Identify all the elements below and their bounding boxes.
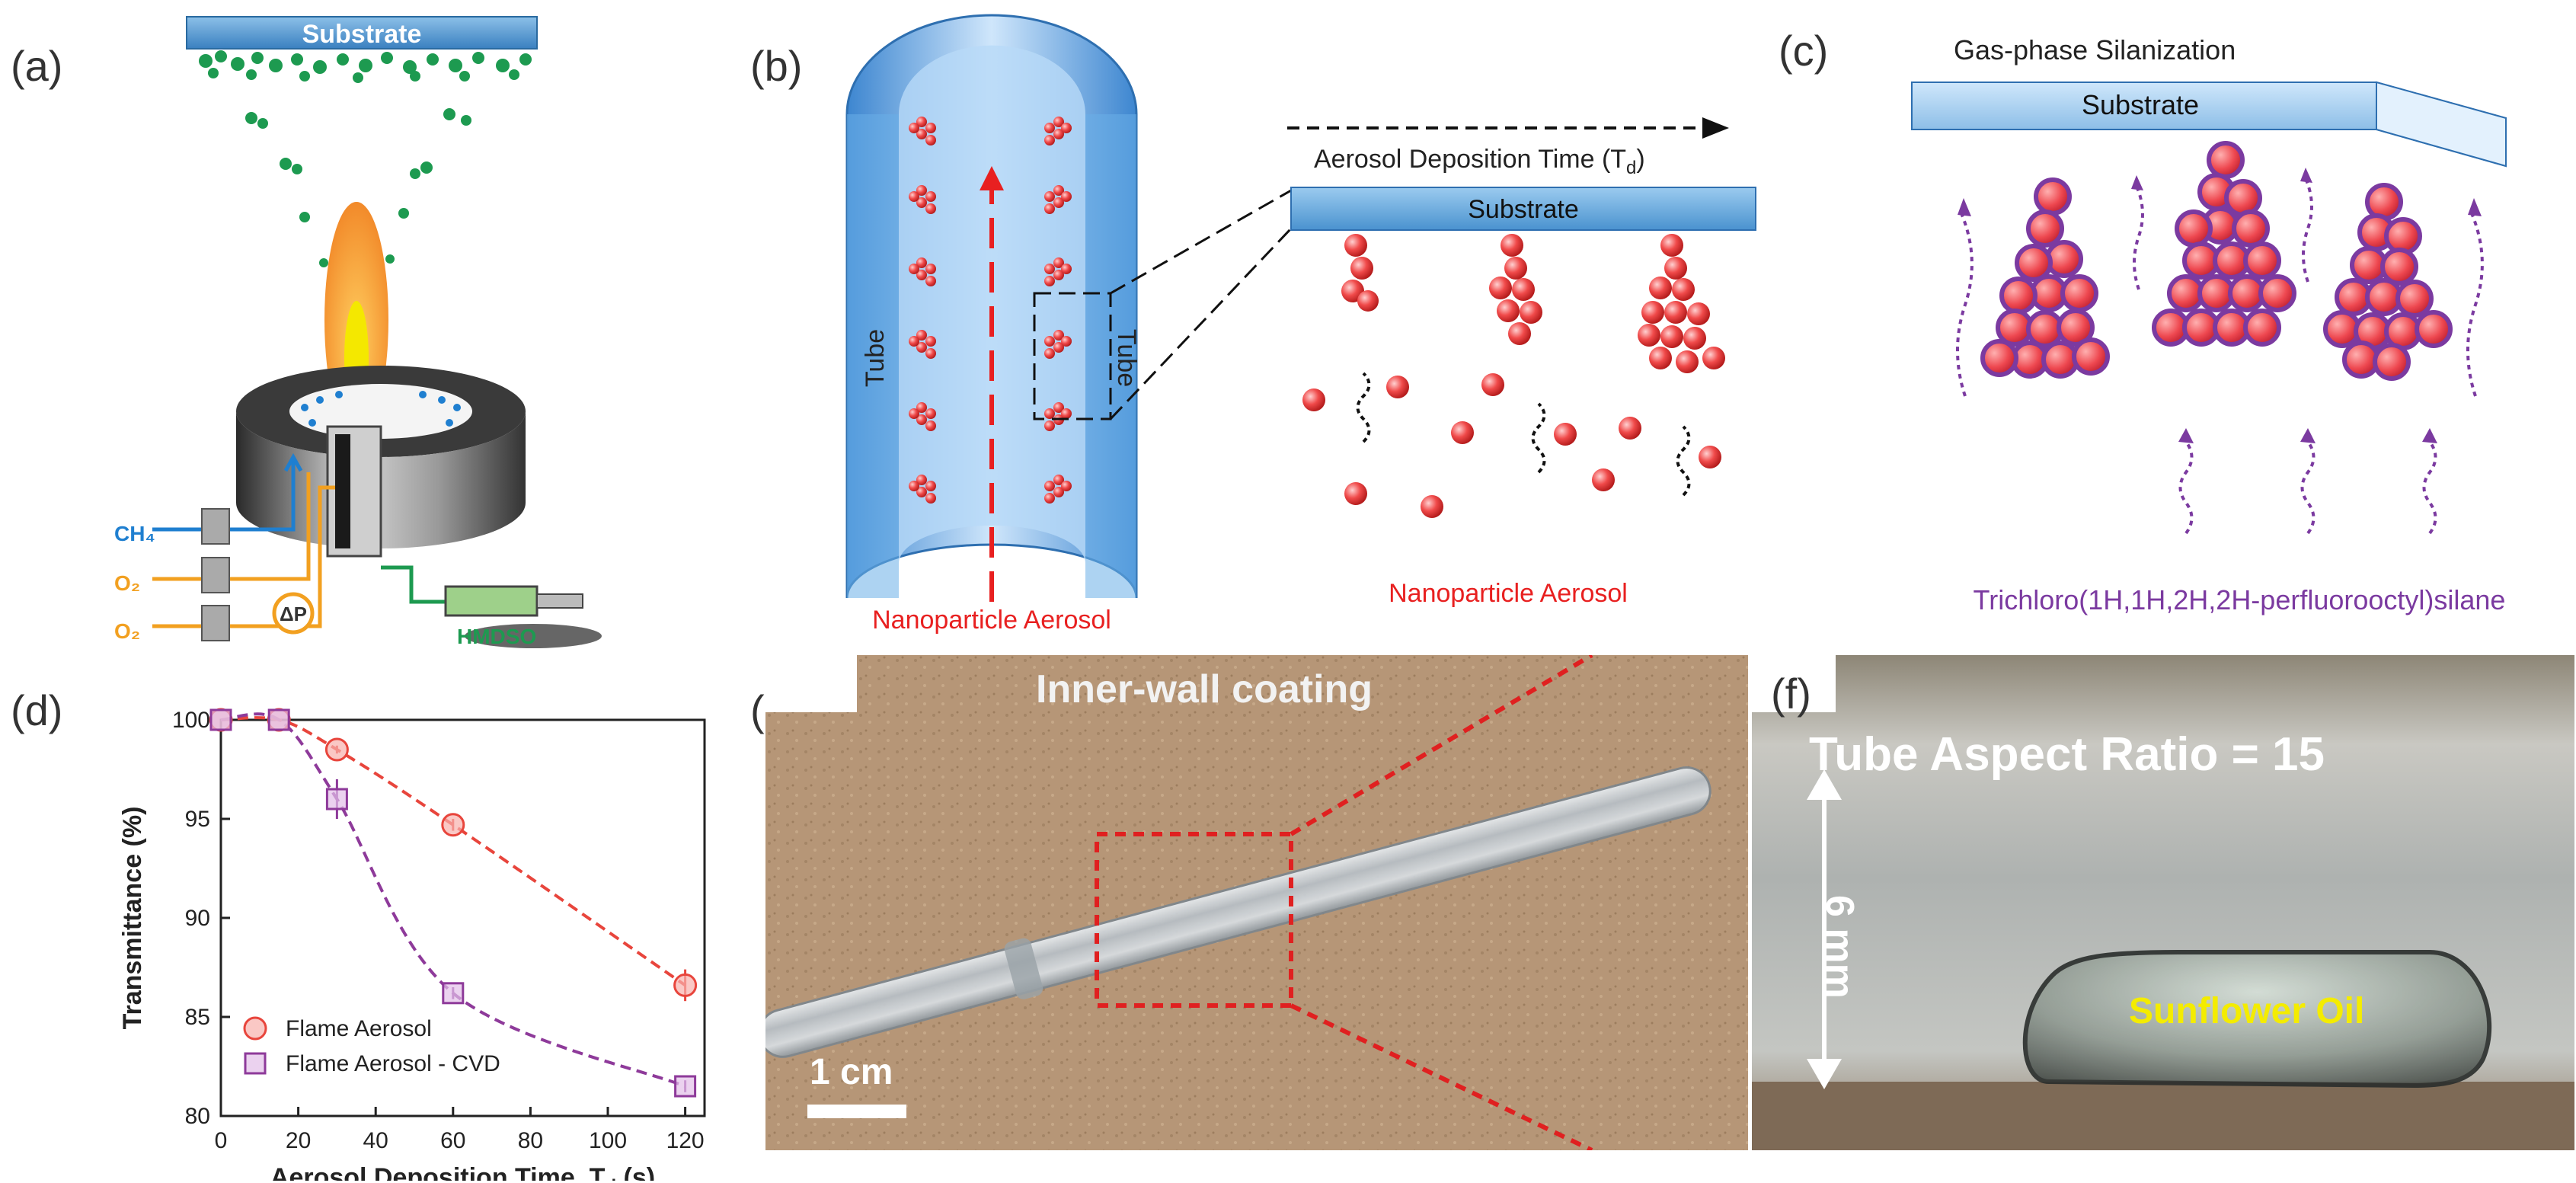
aerosol-label-right: Nanoparticle Aerosol <box>1389 579 1628 608</box>
tube-label-right: Tube <box>1112 329 1141 387</box>
panel-label-f: (f) <box>1771 670 1811 718</box>
glass-tube <box>765 766 1711 1058</box>
data-point <box>674 1075 697 1098</box>
panel-c-silanization: Gas-phase Silanization Substrate Trichlo… <box>1911 34 2507 615</box>
data-point <box>673 973 698 997</box>
y-tick-label: 95 <box>185 807 210 832</box>
oil-droplet-photo <box>1752 655 2574 1150</box>
data-point <box>324 737 349 762</box>
x-tick-label: 80 <box>518 1128 543 1153</box>
hmdso-syringe <box>444 585 539 617</box>
substrate-label-c: Substrate <box>2082 89 2199 120</box>
panel-label-c: (c) <box>1779 27 1829 75</box>
panel-b-tube-deposition: Tube Tube Nanoparticle Aerosol Aerosol D… <box>845 14 1756 635</box>
x-tick-label: 100 <box>589 1128 627 1153</box>
silanization-title: Gas-phase Silanization <box>1954 34 2236 66</box>
aerosol-label-tube: Nanoparticle Aerosol <box>872 606 1111 635</box>
deposit-chains <box>1341 234 1725 373</box>
inner-wall-coating-label: Inner-wall coating <box>1036 667 1373 711</box>
zoom-box-e <box>1095 832 1293 1008</box>
scale-bar <box>807 1105 906 1118</box>
substrate-plate-b <box>1290 187 1756 231</box>
time-axis-label: Aerosol Deposition Time (Td) <box>1314 145 1645 178</box>
y-tick-label: 90 <box>185 906 210 931</box>
dp-label: ΔP <box>280 603 307 625</box>
x-tick-label: 0 <box>215 1128 228 1153</box>
coated-clusters <box>1980 141 2453 381</box>
legend-marker <box>243 1016 267 1041</box>
flying-particles <box>245 108 471 267</box>
oil-droplet <box>2022 950 2492 1089</box>
zoom-box <box>1033 292 1112 420</box>
legend-label: Flame Aerosol - CVD <box>286 1051 500 1076</box>
dp-gauge <box>272 592 315 635</box>
y-axis-label: Transmittance (%) <box>118 807 147 1030</box>
wall-clusters <box>909 117 1072 504</box>
silane-label: Trichloro(1H,1H,2H,2H-perfluorooctyl)sil… <box>1974 584 2506 615</box>
panel-f-photo: (f) Tube Aspect Ratio = 15 6 mm Sunflowe… <box>1752 655 2574 1150</box>
y-tick-label: 100 <box>172 708 210 733</box>
y-tick-label: 80 <box>185 1104 210 1129</box>
tube-label-left: Tube <box>861 329 890 387</box>
vapor-flows <box>1956 174 2484 535</box>
oil-label: Sunflower Oil <box>2129 991 2365 1031</box>
data-point <box>325 788 348 811</box>
data-point <box>209 708 232 731</box>
substrate-plate <box>186 16 538 50</box>
ch4-line <box>152 452 303 532</box>
x-tick-label: 120 <box>666 1128 705 1153</box>
aspect-ratio-label: Tube Aspect Ratio = 15 <box>1809 728 2325 781</box>
dimension-label: 6 mm <box>1817 895 1862 999</box>
panel-label-d: (d) <box>11 686 63 734</box>
legend-marker <box>244 1052 267 1075</box>
y-tick-label: 85 <box>185 1005 210 1030</box>
data-point <box>441 813 465 837</box>
hmdso-label: HMDSO <box>457 625 536 648</box>
substrate-label: Substrate <box>302 20 422 49</box>
x-tick-label: 60 <box>440 1128 465 1153</box>
deposited-particles <box>199 50 532 83</box>
fit-curve <box>220 716 686 987</box>
panel-e-photo: Inner-wall coating 1 cm <box>765 655 1748 1150</box>
ch4-label: CH₄ <box>114 522 155 545</box>
panel-label-a: (a) <box>11 42 63 90</box>
substrate-label-b: Substrate <box>1468 195 1579 224</box>
tube-photo <box>765 655 1748 1150</box>
x-tick-label: 40 <box>363 1128 388 1153</box>
scale-bar-label: 1 cm <box>810 1052 893 1092</box>
data-point <box>267 708 290 731</box>
o2-label-bottom: O₂ <box>114 619 140 643</box>
x-axis-label: Aerosol Deposition Time, Td (s) <box>270 1163 655 1181</box>
data-point <box>442 982 465 1005</box>
free-particles <box>1302 373 1721 518</box>
panel-label-b: (b) <box>750 42 803 90</box>
panel-a-flame-reactor: Substrate ΔP CH₄ O₂ O₂ HMDSO <box>114 16 602 648</box>
legend-label: Flame Aerosol <box>286 1016 432 1041</box>
mass-flow-controllers <box>201 508 230 641</box>
x-tick-label: 20 <box>286 1128 311 1153</box>
hmdso-line <box>381 565 446 604</box>
o2-label-top: O₂ <box>114 571 140 595</box>
